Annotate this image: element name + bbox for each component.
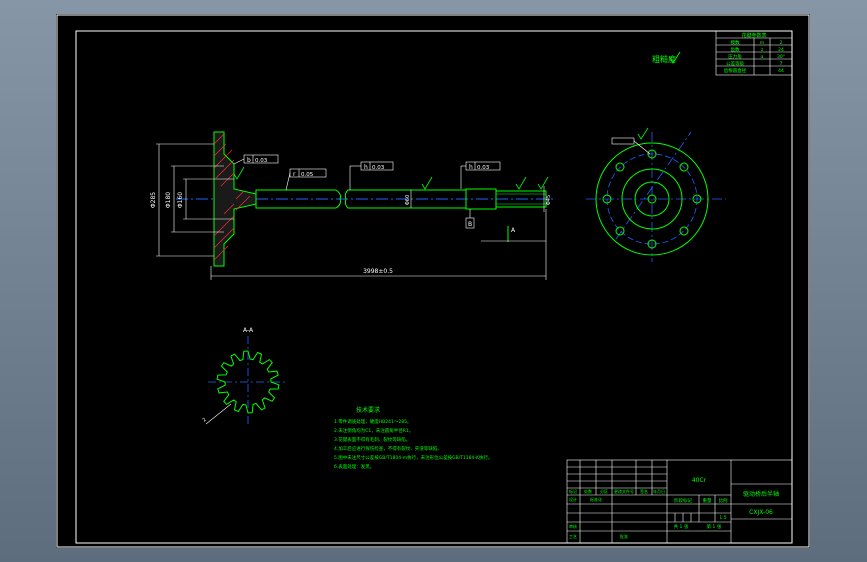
tech-title: 技术要求 [356, 406, 380, 414]
svg-text:公差等级: 公差等级 [726, 60, 744, 67]
svg-text:标记: 标记 [569, 488, 577, 494]
dim-left-3: Φ160 [177, 192, 184, 208]
surface-note: 粗糙度 [652, 54, 676, 64]
flange-body [213, 131, 257, 267]
tech-line: 6.表面处理：发黑。 [334, 463, 374, 470]
svg-text:0.03: 0.03 [372, 165, 385, 171]
tech-line: 3.花键表面不得有毛刺、裂纹等缺陷。 [334, 436, 410, 443]
left-dimensions [156, 143, 234, 257]
svg-text:更改文件号: 更改文件号 [614, 488, 634, 494]
title-block-text: 40Cr 驱动桥后半轴 CXJX-06 阶段标记 重量 比例 1:5 共 1 张… [569, 477, 779, 539]
svg-text:齿数: 齿数 [731, 46, 740, 53]
bolt-holes [602, 149, 702, 249]
flange-end-view [586, 127, 726, 262]
scale-label: 比例 [719, 497, 728, 504]
svg-text:批准: 批准 [620, 533, 628, 539]
bolt-circle [606, 153, 698, 245]
surface-note-symbol [669, 51, 681, 64]
svg-text:设计: 设计 [569, 496, 577, 502]
svg-text:压力角: 压力角 [728, 53, 742, 60]
shaft-circle [634, 181, 670, 217]
dim-left-2: Φ180 [165, 192, 172, 208]
svg-text:α: α [761, 55, 764, 60]
spline-param-table: 花键参数表 模数 m 2 齿数 z 24 压力角 α 30° 公差等级 7 齿根… [715, 30, 793, 76]
shaft-main-view: Φ285 Φ180 Φ160 3998±0.5 Φ60 Φ45 b 0.03 r… [150, 131, 556, 280]
tech-line: 5.图中未注尺寸公差按GB/T1804-m执行，未注形位公差按GB/T1184-… [334, 454, 492, 461]
spline-section-view: A-A 2 [201, 327, 288, 426]
outer-frame [56, 14, 810, 548]
svg-text:b: b [247, 157, 251, 164]
section-label: A-A [243, 327, 254, 334]
material: 40Cr [692, 477, 707, 484]
drawing-number: CXJX-06 [749, 509, 773, 516]
datum-label: B [468, 221, 472, 228]
fcf-4: h 0.03 [460, 161, 501, 189]
svg-text:z: z [761, 48, 764, 53]
tech-line: 2.未注倒角均为C1，未注圆角半径R1。 [334, 427, 413, 434]
sheet-page: 第 1 张 [707, 523, 722, 530]
svg-text:工艺: 工艺 [569, 534, 577, 539]
tech-requirements: 技术要求 1.零件调质处理，硬度HB241～285。 2.未注倒角均为C1，未注… [334, 406, 492, 470]
hole-leader [633, 140, 651, 155]
svg-text:齿根圆直径: 齿根圆直径 [724, 67, 747, 74]
inner-frame [75, 30, 793, 544]
roughness-symbol [637, 127, 649, 140]
svg-text:44: 44 [778, 68, 784, 74]
tech-line: 4.加工后应进行探伤检查，不得有裂纹、夹渣等缺陷。 [334, 445, 442, 452]
flange-outer-circle [595, 142, 709, 256]
center-hole [647, 194, 657, 204]
sheet-total: 共 1 张 [674, 523, 689, 530]
shaft-section-2 [344, 189, 467, 209]
dim-left-1: Φ285 [150, 192, 157, 208]
dim-shaft: Φ60 [405, 195, 411, 205]
part-name: 驱动桥后半轴 [743, 490, 779, 498]
weight-label: 重量 [703, 497, 712, 504]
hole-callout [611, 137, 635, 145]
spline-profile [216, 350, 280, 414]
svg-text:签名: 签名 [640, 488, 648, 494]
dim-end: Φ45 [546, 195, 552, 205]
svg-text:h: h [469, 164, 473, 171]
svg-text:2: 2 [780, 40, 783, 46]
flange-hatch [213, 133, 251, 261]
spline-note: 2 [201, 417, 207, 424]
svg-text:m: m [760, 41, 764, 46]
fcf-2: r 0.05 [285, 168, 327, 191]
tech-line: 1.零件调质处理，硬度HB241～285。 [334, 418, 411, 425]
title-block [566, 459, 793, 544]
hub-circle [621, 168, 683, 230]
fcf-1: b 0.03 [233, 154, 279, 165]
stage-label: 阶段标记 [674, 497, 692, 504]
end-view-diag [615, 131, 692, 240]
svg-text:标准化: 标准化 [590, 496, 602, 502]
drawing-sheet: Φ285 Φ180 Φ160 3998±0.5 Φ60 Φ45 b 0.03 r… [56, 14, 810, 548]
spline-leader [205, 403, 232, 425]
svg-text:30°: 30° [777, 54, 785, 60]
svg-text:分区: 分区 [600, 488, 608, 494]
svg-text:r: r [293, 171, 296, 178]
fcf-3: h 0.03 [349, 161, 394, 190]
svg-text:0.03: 0.03 [477, 165, 490, 171]
section-mark: A [511, 227, 516, 234]
scale-value: 1:5 [719, 515, 726, 521]
svg-text:0.03: 0.03 [255, 158, 268, 164]
dim-total: 3998±0.5 [363, 268, 393, 275]
svg-text:年月日: 年月日 [653, 488, 665, 494]
cad-canvas: Φ285 Φ180 Φ160 3998±0.5 Φ60 Φ45 b 0.03 r… [56, 14, 810, 548]
spline-end [495, 190, 547, 208]
svg-text:h: h [364, 164, 368, 171]
svg-text:0.05: 0.05 [301, 172, 314, 178]
svg-text:审核: 审核 [569, 523, 577, 529]
svg-text:处数: 处数 [584, 488, 592, 494]
spline-table-title: 花键参数表 [741, 32, 766, 39]
svg-text:模数: 模数 [731, 39, 740, 46]
svg-text:7: 7 [780, 61, 783, 67]
svg-text:24: 24 [778, 47, 784, 53]
roughness-symbols [233, 166, 549, 190]
shaft-section-1 [255, 189, 341, 209]
